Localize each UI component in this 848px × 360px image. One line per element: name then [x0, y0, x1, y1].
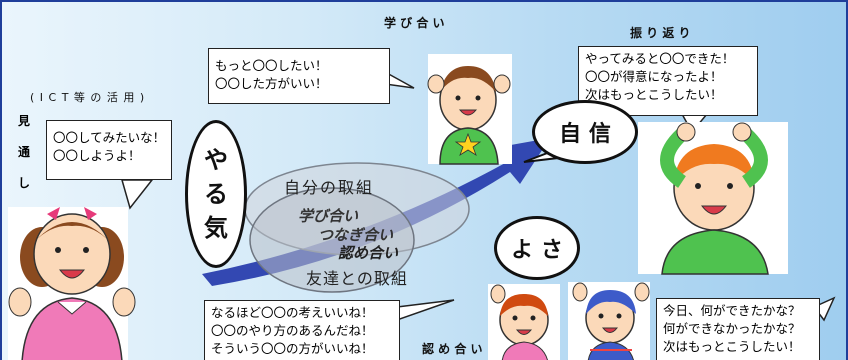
- oval-yaruki-char: る: [204, 180, 228, 208]
- label-mitooshi-char: 見: [18, 114, 31, 128]
- oval-yaruki: や る 気: [185, 120, 247, 268]
- bubble-line: 〇〇が得意になったよ！: [585, 69, 723, 84]
- speech-bubble-right-top: やってみると〇〇できた！ 〇〇が得意になったよ！ 次はもっとこうしたい！: [578, 46, 758, 116]
- text-tomodachi-to-no-torikumi: 友達との取組: [306, 269, 408, 288]
- girl-character-bottom: [488, 284, 560, 360]
- bubble-line: 〇〇しようよ！: [53, 148, 141, 163]
- bubble-line: 今日、何ができたかな？: [663, 303, 801, 318]
- bubble-line: もっと〇〇したい！: [215, 58, 328, 73]
- oval-yaruki-char: 気: [204, 214, 228, 242]
- label-mitooshi-char: 通: [18, 145, 31, 159]
- text-tsunagiai: つなぎ合い: [318, 226, 394, 244]
- boy-character-top: [427, 54, 512, 165]
- oval-jishin: 自 信: [532, 100, 638, 164]
- oval-yaruki-char: や: [204, 146, 228, 174]
- text-jibun-no-torikumi: 自分の取組: [284, 178, 375, 197]
- bubble-line: 〇〇のやり方のあるんだね！: [211, 323, 374, 338]
- label-manabiai-top: 学 び 合 い: [384, 16, 445, 30]
- bubble-line: 何ができなかったかな？: [663, 321, 801, 336]
- speech-bubble-bottom: なるほど〇〇の考えいいね！ 〇〇のやり方のあるんだね！ そういう〇〇の方がいいね…: [204, 300, 400, 360]
- label-furikaeri: 振 り 返 り: [630, 26, 691, 40]
- bubble-line: なるほど〇〇の考えいいね！: [211, 305, 374, 320]
- speech-bubble-top: もっと〇〇したい！ 〇〇した方がいい！: [208, 48, 390, 104]
- bubble-line: そういう〇〇の方がいいね！: [211, 341, 374, 356]
- oval-yosa-text: よ さ: [511, 238, 563, 263]
- girl-character-right: [638, 122, 788, 275]
- oval-yosa: よ さ: [494, 216, 580, 280]
- left-bubble-tail: [121, 179, 154, 210]
- bubble-line: 次はもっとこうしたい！: [585, 87, 723, 102]
- friends-effort-ellipse: [249, 187, 415, 293]
- bubble-line: 〇〇した方がいい！: [215, 76, 328, 91]
- bubble-line: 〇〇してみたいな！: [53, 130, 166, 145]
- label-ict: ( I C T 等 の 活 用 ): [30, 91, 146, 104]
- oval-jishin-text: 自 信: [559, 122, 611, 147]
- label-mitooshi-char: し: [18, 176, 31, 190]
- bubble-line: やってみると〇〇できた！: [585, 51, 735, 66]
- bubble-line: 次はもっとこうしたい！: [663, 339, 801, 354]
- speech-bubble-left: 〇〇してみたいな！ 〇〇しようよ！: [46, 120, 172, 180]
- boy-character-bottom: [568, 282, 650, 360]
- label-mitooshi: 見 通 し: [18, 112, 30, 191]
- girl-character-left: [8, 207, 136, 360]
- text-mitomeai: 認め合い: [338, 244, 399, 262]
- growth-arrow: [202, 138, 550, 286]
- speech-bubble-right-bottom: 今日、何ができたかな？ 何ができなかったかな？ 次はもっとこうしたい！: [656, 298, 820, 360]
- bottom-bubble-tail: [396, 299, 455, 322]
- label-mitomeai-bottom: 認 め 合 い: [422, 342, 483, 356]
- text-manabiai: 学び合い: [298, 207, 359, 225]
